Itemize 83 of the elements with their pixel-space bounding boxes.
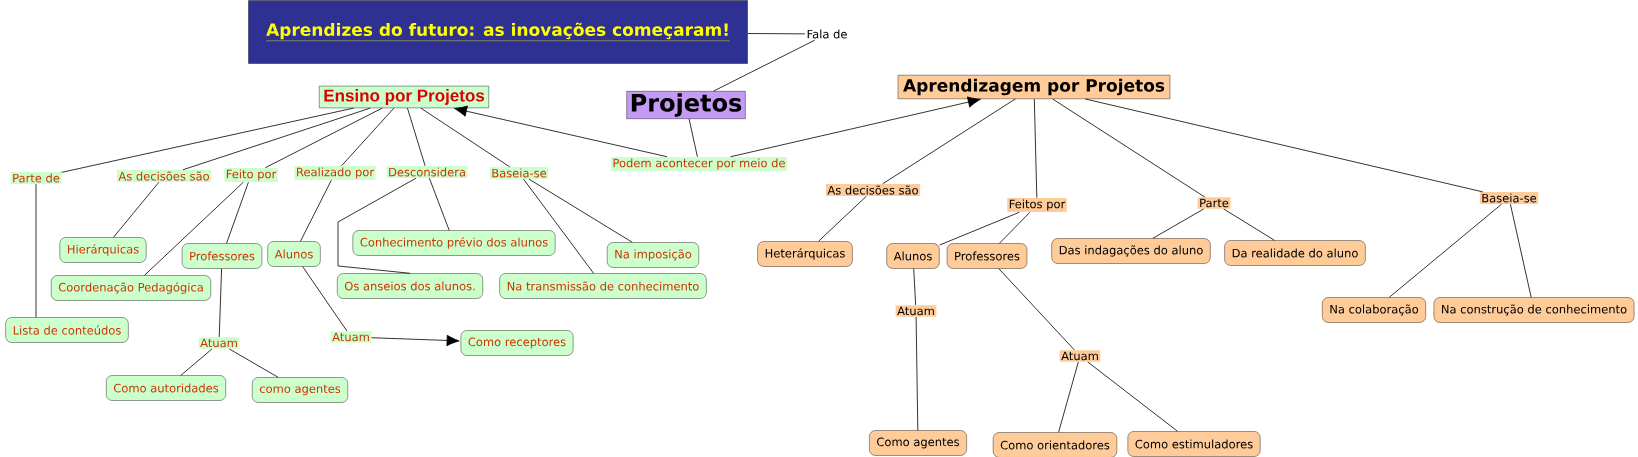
concept-box: Como estimuladores: [1127, 431, 1261, 457]
concept-box: Como receptores: [460, 330, 574, 356]
connector-line: [528, 178, 633, 243]
linking-phrase: Realizado por: [294, 165, 376, 181]
arrow: [730, 96, 981, 158]
concept-box: Da realidade do aluno: [1224, 240, 1366, 266]
connector-line: [747, 33, 806, 35]
linking-phrase: As decisões são: [116, 169, 212, 183]
connector-line: [35, 183, 37, 318]
connector-line: [523, 178, 594, 274]
concept-box: Lista de conteúdos: [5, 317, 129, 343]
concept-box: Professores: [946, 243, 1028, 269]
concept-box: Na construção de conhecimento: [1433, 297, 1635, 323]
linking-phrase: Feito por: [224, 167, 278, 183]
concept-box: Alunos: [267, 241, 321, 267]
connector-line: [407, 107, 426, 167]
linking-phrase: As decisões são: [825, 183, 921, 197]
connector-line: [1087, 361, 1178, 432]
connector-line: [913, 268, 917, 306]
concept-box: Como autoridades: [106, 375, 226, 401]
connector-line: [228, 348, 279, 378]
connector-line: [939, 211, 1020, 246]
concept-box: como agentes: [252, 377, 348, 403]
connector-line: [818, 195, 867, 242]
connector-line: [688, 118, 698, 158]
connector-line: [180, 348, 213, 376]
connector-line: [1223, 208, 1275, 241]
linking-phrase: Podem acontecer por meio de: [610, 156, 788, 172]
linking-phrase: Atuam: [330, 331, 372, 343]
linking-phrase: Atuam: [198, 337, 240, 349]
connector-line: [1052, 98, 1206, 198]
arrow: [454, 105, 668, 158]
linking-phrase: Atuam: [895, 305, 937, 317]
concept-box: Professores: [181, 243, 263, 269]
connector-line: [1058, 361, 1079, 433]
connector-line: [1152, 208, 1205, 239]
connector-line: [264, 107, 383, 169]
connector-line: [1509, 203, 1532, 298]
concept-box: Na colaboração: [1322, 297, 1426, 323]
concept-box: Hierárquicas: [59, 237, 147, 263]
concept-box: Heterárquicas: [757, 241, 853, 267]
linking-phrase: Atuam: [1059, 350, 1101, 362]
concept-box: Como orientadores: [992, 432, 1118, 457]
connector-line: [1033, 98, 1038, 199]
connector-line: [420, 107, 511, 168]
concept-box: Aprendizagem por Projetos: [897, 75, 1171, 99]
connector-line: [226, 181, 249, 244]
connector-line: [428, 177, 450, 231]
connector-line: [337, 177, 417, 274]
connector-line: [144, 181, 244, 276]
concept-box: Na imposição: [607, 242, 700, 268]
linking-phrase: Baseia-se: [1479, 192, 1539, 204]
linking-phrase: Desconsidera: [386, 166, 468, 178]
connector-line: [218, 268, 222, 338]
connector-line: [1388, 203, 1502, 298]
connector-line: [713, 39, 816, 92]
connector-line: [1084, 98, 1484, 193]
connector-line: [998, 268, 1075, 351]
title-banner: Aprendizes do futuro: as inovações começaram!: [248, 0, 748, 64]
linking-phrase: Parte de: [10, 172, 62, 184]
concept-box: Ensino por Projetos: [319, 85, 489, 109]
linking-phrase: Fala de: [805, 28, 849, 40]
linking-phrase: Feitos por: [1007, 197, 1067, 213]
connector-line: [113, 181, 160, 238]
concept-box: Conhecimento prévio dos alunos: [352, 230, 556, 256]
connector-line: [915, 316, 919, 431]
connector-line: [882, 98, 1016, 185]
concept-box: Na transmissão de conhecimento: [499, 273, 707, 299]
connector-line: [61, 107, 354, 173]
concept-box: Projetos: [626, 91, 746, 119]
concept-box: Os anseios dos alunos.: [337, 273, 483, 299]
connector-line: [182, 107, 371, 171]
arrow: [371, 334, 460, 347]
linking-phrase: Baseia-se: [489, 167, 549, 179]
connector-line: [302, 266, 348, 332]
concept-box: Coordenação Pedagógica: [51, 275, 211, 301]
connector-line: [341, 107, 395, 167]
connector-line: [300, 179, 332, 242]
concept-box: Das indagações do aluno: [1051, 238, 1211, 264]
concept-box: Alunos: [886, 243, 940, 269]
connector-line: [999, 211, 1031, 244]
linking-phrase: Parte: [1197, 197, 1231, 209]
concept-box: Como agentes: [869, 430, 967, 456]
